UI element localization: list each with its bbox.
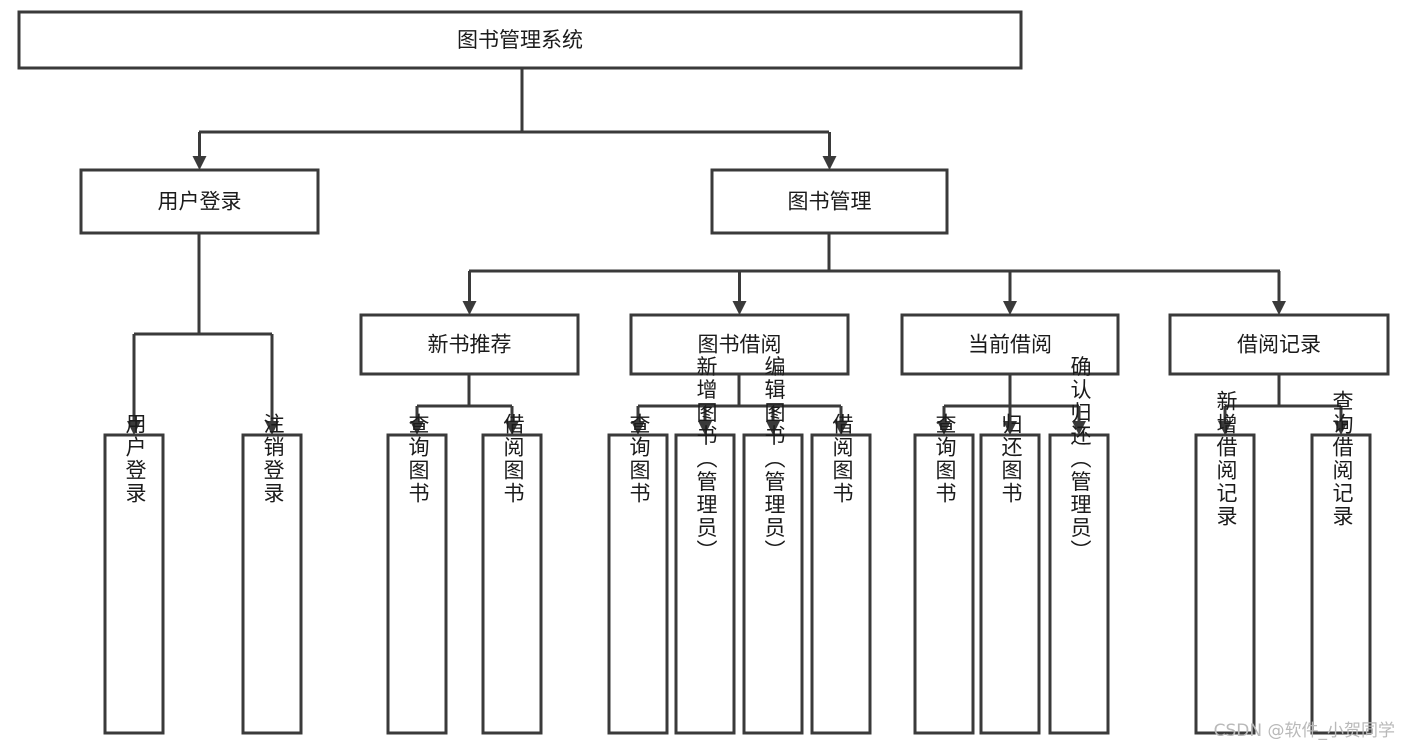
node-leaf-8[interactable]: 查询图书 [913, 413, 975, 735]
node-leaf-3-box [481, 433, 543, 735]
node-leaf-9-box [979, 433, 1041, 735]
node-leaf-0-box [103, 433, 165, 735]
node-leaf-5[interactable]: 新增图书（管理员） [674, 356, 736, 735]
level1-0-link-arrowhead [192, 156, 207, 170]
node-leaf-10-box [1048, 433, 1110, 735]
node-leaf-4-label: 查询图书 [627, 413, 651, 505]
node-leaf-6-label: 编辑图书（管理员） [762, 356, 786, 563]
node-boxes: 图书管理系统用户登录图书管理新书推荐图书借阅当前借阅借阅记录用户登录注销登录查询… [17, 10, 1390, 735]
node-root[interactable]: 图书管理系统 [17, 10, 1023, 70]
node-level2-3-box [1168, 313, 1390, 376]
node-leaf-9[interactable]: 归还图书 [979, 413, 1041, 735]
node-level2-0-label: 新书推荐 [428, 333, 512, 357]
node-leaf-12-box [1310, 433, 1372, 735]
node-level2-3[interactable]: 借阅记录 [1168, 313, 1390, 376]
node-level2-1-label: 图书借阅 [698, 333, 782, 357]
node-leaf-3[interactable]: 借阅图书 [481, 413, 543, 735]
node-leaf-11-box [1194, 433, 1256, 735]
node-leaf-7-label: 借阅图书 [830, 413, 854, 505]
node-level1-1-box [710, 168, 949, 235]
leaf-0-link-arrowhead [127, 421, 141, 435]
node-leaf-7-box [810, 433, 872, 735]
level2-1-link-arrowhead [732, 301, 747, 315]
node-leaf-0[interactable]: 用户登录 [103, 413, 165, 735]
node-leaf-1[interactable]: 注销登录 [241, 413, 303, 735]
node-leaf-5-label: 新增图书（管理员） [694, 356, 718, 563]
node-leaf-6[interactable]: 编辑图书（管理员） [742, 356, 804, 735]
node-leaf-6-box [742, 433, 804, 735]
node-level1-1-label: 图书管理 [788, 190, 872, 214]
leaf-4-link-arrowhead [631, 421, 645, 435]
node-level2-2-box [900, 313, 1120, 376]
node-leaf-4-box [607, 433, 669, 735]
leaf-8-link-arrowhead [937, 421, 951, 435]
node-leaf-7[interactable]: 借阅图书 [810, 413, 872, 735]
node-level2-0-box [359, 313, 580, 376]
node-leaf-2[interactable]: 查询图书 [386, 413, 448, 735]
node-leaf-1-box [241, 433, 303, 735]
node-leaf-10-label: 确认归还（管理员） [1068, 356, 1092, 563]
node-leaf-4[interactable]: 查询图书 [607, 413, 669, 735]
connector-lines [127, 68, 1348, 435]
node-root-label: 图书管理系统 [457, 28, 583, 52]
node-leaf-12-label: 查询借阅记录 [1330, 390, 1354, 528]
level2-3-link-arrowhead [1272, 301, 1286, 315]
leaf-9-link-arrowhead [1003, 421, 1017, 435]
node-leaf-0-label: 用户登录 [123, 413, 147, 505]
leaf-12-link-arrowhead [1334, 421, 1348, 435]
leaf-7-link-arrowhead [834, 421, 848, 435]
node-leaf-3-label: 借阅图书 [501, 413, 525, 505]
node-leaf-2-box [386, 433, 448, 735]
node-level1-1[interactable]: 图书管理 [710, 168, 949, 235]
node-leaf-11-label: 新增借阅记录 [1214, 390, 1238, 528]
leaf-6-link-arrowhead [766, 421, 780, 435]
node-level2-1-box [629, 313, 850, 376]
level2-0-link-arrowhead [462, 301, 477, 315]
node-leaf-12[interactable]: 查询借阅记录 [1310, 390, 1372, 735]
node-leaf-9-label: 归还图书 [999, 413, 1023, 505]
leaf-10-link-arrowhead [1072, 421, 1086, 435]
node-leaf-8-label: 查询图书 [933, 413, 957, 505]
node-leaf-10[interactable]: 确认归还（管理员） [1048, 356, 1110, 735]
leaf-2-link-arrowhead [410, 421, 424, 435]
level2-2-link-arrowhead [1003, 301, 1017, 315]
node-root-box [17, 10, 1023, 70]
leaf-5-link-arrowhead [698, 421, 712, 435]
level1-1-link-arrowhead [822, 156, 837, 170]
leaf-1-link-arrowhead [265, 421, 279, 435]
node-level2-3-label: 借阅记录 [1237, 333, 1321, 357]
node-level1-0[interactable]: 用户登录 [79, 168, 320, 235]
leaf-11-link-arrowhead [1218, 421, 1232, 435]
node-leaf-11[interactable]: 新增借阅记录 [1194, 390, 1256, 735]
node-level2-2[interactable]: 当前借阅 [900, 313, 1120, 376]
node-leaf-2-label: 查询图书 [406, 413, 430, 505]
leaf-3-link-arrowhead [505, 421, 519, 435]
node-level2-2-label: 当前借阅 [968, 333, 1052, 357]
node-level2-1[interactable]: 图书借阅 [629, 313, 850, 376]
node-level2-0[interactable]: 新书推荐 [359, 313, 580, 376]
node-level1-0-box [79, 168, 320, 235]
node-level1-0-label: 用户登录 [158, 190, 242, 214]
node-leaf-5-box [674, 433, 736, 735]
node-leaf-8-box [913, 433, 975, 735]
node-leaf-1-label: 注销登录 [261, 413, 285, 505]
